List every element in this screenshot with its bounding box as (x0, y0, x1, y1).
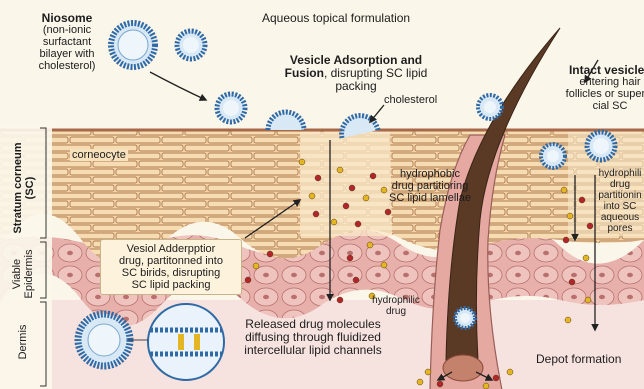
adsorption-label: Vesicle Adsorption and Fusion, disruptin… (268, 54, 444, 93)
intact-desc-3: cial SC (560, 100, 644, 112)
hydrophilic-drug-dot (267, 251, 273, 257)
callout-1: Vesiol Adderpptior (106, 243, 236, 255)
hydrophilic-mid-label: hydrophilic drug (366, 295, 426, 317)
hydrophilic-right-3: partitionin (596, 190, 644, 201)
hydrophobic-drug-dot (567, 213, 573, 219)
adsorption-callout: Vesiol Adderpptior drug, partitonned int… (100, 239, 242, 295)
intact-label: Intact vesicles entering hair follicles … (560, 64, 644, 112)
hydrophobic-1: hydrophobic (380, 168, 480, 180)
hydrophilic-right-6: pores (596, 223, 644, 234)
hydrophilic-mid-1: hydrophilic (366, 295, 426, 306)
niosome-desc-4: cholesterol) (30, 60, 104, 72)
hydrophilic-drug-dot (245, 277, 251, 283)
vesicle-approach-1 (217, 94, 245, 122)
disrupted-lipid-zone (300, 132, 392, 236)
hydrophilic-drug-dot (313, 211, 319, 217)
hydrophilic-drug-dot (563, 237, 569, 243)
hydrophobic-drug-dot (561, 187, 567, 193)
released-label: Released drug molecules diffusing throug… (228, 318, 398, 357)
vesicle-near-hair (478, 95, 502, 119)
hydrophilic-right-4: into SC (596, 201, 644, 212)
hydrophilic-drug-dot (353, 277, 359, 283)
niosome-vesicle-small (177, 31, 205, 59)
hydrophobic-label: hydrophobic drug partitioring SC lipid l… (380, 168, 480, 204)
niosome-vesicle-large (111, 23, 155, 67)
vesicle-intact-1 (541, 144, 565, 168)
hydrophilic-drug-dot (355, 221, 361, 227)
hydrophobic-drug-dot (331, 219, 337, 225)
niosome-desc-3: bilayer with (30, 48, 104, 60)
callout-2: drug, partitonned into (106, 255, 236, 267)
intact-desc-1: entering hair (560, 76, 644, 88)
label-viable-epidermis: Viable Epidermis (11, 239, 35, 309)
adsorption-title-2: Fusion (285, 66, 324, 80)
hydrophilic-drug-dot (493, 375, 499, 381)
hydrophobic-drug-dot (309, 193, 315, 199)
hydrophilic-right-2: drug (596, 179, 644, 190)
callout-4: SC lipid packing (106, 279, 236, 291)
label-dermis-text: Dermis (17, 325, 29, 360)
hydrophilic-drug-dot (370, 173, 376, 179)
vesicle-dermis (78, 314, 130, 366)
label-viable-2: Epidermis (23, 250, 35, 299)
hydrophobic-drug-dot (417, 379, 423, 385)
cholesterol-label: cholesterol (384, 94, 437, 106)
hydrophilic-drug-dot (347, 255, 353, 261)
hydrophilic-drug-dot (343, 203, 349, 209)
top-label: Aqueous topical formulation (262, 12, 410, 24)
vesicle-intact-2 (587, 132, 615, 160)
hydrophobic-drug-dot (299, 159, 305, 165)
hydrophobic-3: SC lipid lamellae (380, 192, 480, 204)
hydrophilic-drug-dot (349, 185, 355, 191)
niosome-label: Niosome (non-ionic surfactant bilayer wi… (30, 12, 104, 72)
label-sc-abbr: (SC) (24, 177, 36, 200)
niosome-desc-1: (non-ionic (30, 24, 104, 36)
hydrophobic-drug-dot (585, 297, 591, 303)
label-sc-text: Stratum corneum (12, 142, 24, 233)
vesicle-in-follicle (455, 308, 475, 328)
hydrophilic-drug-dot (437, 381, 443, 387)
hydrophobic-drug-dot (381, 262, 387, 268)
hydrophobic-drug-dot (483, 383, 489, 389)
corneocyte-label: corneocyte (70, 149, 128, 161)
hydrophilic-mid-2: drug (366, 306, 426, 317)
hydrophobic-drug-dot (583, 255, 589, 261)
released-3: intercellular lipid channels (228, 344, 398, 357)
arrow-niosome-to-skin (150, 72, 206, 100)
hydrophilic-right-5: aqueous (596, 212, 644, 223)
hydrophilic-drug-dot (337, 297, 343, 303)
niosome-desc-2: surfactant (30, 36, 104, 48)
hydrophobic-drug-dot (253, 263, 259, 269)
vesicle-fusing-1 (268, 112, 304, 130)
arrow-cholesterol (370, 105, 384, 122)
hydrophilic-drug-dot (385, 209, 391, 215)
hydrophobic-drug-dot (367, 242, 373, 248)
niosome-title: Niosome (30, 12, 104, 24)
hydrophilic-drug-dot (315, 175, 321, 181)
intact-desc-2: follicles or superfi- (560, 88, 644, 100)
adsorption-tail: , disrupting SC lipid (324, 66, 427, 80)
label-dermis: Dermis (17, 317, 29, 367)
hydrophobic-drug-dot (507, 369, 513, 375)
hydrophobic-drug-dot (363, 195, 369, 201)
hydrophobic-drug-dot (425, 369, 431, 375)
hydrophilic-right-1: hydrophili (596, 168, 644, 179)
intact-title: Intact vesicles (560, 64, 644, 76)
hydrophobic-drug-dot (337, 167, 343, 173)
label-viable-1: Viable (11, 259, 23, 289)
hydrophobic-2: drug partitioring (380, 180, 480, 192)
hydrophobic-drug-dot (565, 317, 571, 323)
adsorption-tail-2: packing (268, 80, 444, 93)
hair-bulb (443, 355, 483, 381)
hydrophilic-drug-dot (579, 197, 585, 203)
hydrophilic-drug-dot (587, 223, 593, 229)
hydrophilic-right-label: hydrophili drug partitionin into SC aque… (596, 168, 644, 234)
depot-label: Depot formation (536, 353, 621, 365)
label-stratum-corneum: Stratum corneum (SC) (12, 138, 36, 238)
hydrophilic-drug-dot (569, 279, 575, 285)
callout-3: SC birids, disrupting (106, 267, 236, 279)
